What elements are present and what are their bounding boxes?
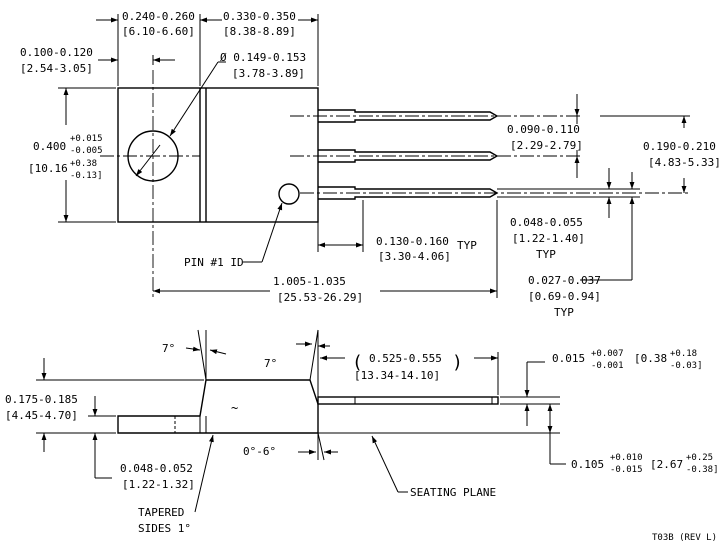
revision-label: T03B (REV L) [652,533,717,543]
dim-body-width-mm: [6.10-6.60] [122,25,195,38]
angle-bottom-label: 0°-6° [243,445,276,458]
dim-pitch-mm: [2.29-2.79] [510,139,583,152]
dim-tab-thick-mm-tol-plus: +0.18 [670,349,697,359]
top-view: 0.240-0.260 [6.10-6.60] 0.330-0.350 [8.3… [20,10,721,319]
angle-left-label: 7° [162,342,175,355]
dim-tab-width-mm: [8.38-8.89] [223,25,296,38]
tab-outline [117,87,319,223]
leader-line [135,144,161,177]
angle-arrow [209,349,227,355]
dim-lead-len-mm: [13.34-14.10] [354,369,440,382]
dim-hole-offset-in: 0.100-0.120 [20,46,93,59]
dim-lead-thick-typ: TYP [554,306,574,319]
leader-line [194,434,214,513]
dim-shoulder-mm: [3.30-4.06] [378,250,451,263]
leader-line [169,61,219,137]
side-lead [317,396,499,405]
tapered-label-1: TAPERED [138,506,184,519]
dim-flange-thick-in: 0.048-0.052 [120,462,193,475]
angle-right-label: 7° [264,357,277,370]
dim-hole-offset-mm: [2.54-3.05] [20,62,93,75]
dim-tab-thick-mm: [0.38 [634,352,667,365]
dim-standoff-mm-tol-plus: +0.25 [686,453,713,463]
dim-lead-thick-in: 0.027-0.037 [528,274,601,287]
dim-tab-width-in: 0.330-0.350 [223,10,296,23]
tapered-label-2: SIDES 1° [138,522,191,535]
dim-hole-dia-mm: [3.78-3.89] [232,67,305,80]
dim-height-in: 0.400 [33,140,66,153]
dim-lead-len-in: 0.525-0.555 [369,352,442,365]
dim-height-tol-minus: -0.005 [70,146,103,156]
dim-standoff-mm: [2.67 [650,458,683,471]
dim-height-mm-tol-minus: -0.13] [70,171,103,181]
dim-height-tol-plus: +0.015 [70,134,103,144]
dim-lead-width-mm: [1.22-1.40] [512,232,585,245]
dim-hole-dia-in: Ø 0.149-0.153 [220,51,306,64]
side-view: ~ 7° 7° ( 0.525-0.555 ) [13.34-14.10] [5,329,719,535]
dim-body-thick-mm: [4.45-4.70] [5,409,78,422]
dim-standoff-tol-plus: +0.010 [610,453,643,463]
dim-height-mm: [10.16 [28,162,68,175]
dim-shoulder-typ: TYP [457,239,477,252]
dim-tab-thick-tol-plus: +0.007 [591,349,624,359]
pin1-id-dot [278,183,300,205]
dim-body-width-in: 0.240-0.260 [122,10,195,23]
dim-overall-in: 1.005-1.035 [273,275,346,288]
dim-tab-thick-mm-tol-minus: -0.03] [670,361,703,371]
dim-lead-width-typ: TYP [536,248,556,261]
dim-span-in: 0.190-0.210 [643,140,716,153]
dim-shoulder-in: 0.130-0.160 [376,235,449,248]
leader-line [371,435,399,493]
leader-line [261,202,283,263]
side-body-outline [117,379,319,434]
dim-height-mm-tol-plus: +0.38 [70,159,97,169]
break-symbol: ~ [231,401,238,415]
dim-span-mm: [4.83-5.33] [648,156,721,169]
dim-tab-thick-tol-minus: -0.001 [591,361,624,371]
dim-body-thick-in: 0.175-0.185 [5,393,78,406]
dim-flange-thick-mm: [1.22-1.32] [122,478,195,491]
dim-standoff-in: 0.105 [571,458,604,471]
pin1-id-label: PIN #1 ID [184,256,244,269]
dim-lead-thick-mm: [0.69-0.94] [528,290,601,303]
dim-lead-width-in: 0.048-0.055 [510,216,583,229]
angle-ext [197,329,207,381]
dim-lead-len-open: ( [352,352,363,373]
dim-tab-thick-in: 0.015 [552,352,585,365]
dim-standoff-mm-tol-minus: -0.38] [686,465,719,475]
dim-standoff-tol-minus: -0.015 [610,465,643,475]
dim-lead-len-close: ) [452,352,463,373]
dim-overall-mm: [25.53-26.29] [277,291,363,304]
angle-ext [317,432,325,461]
seating-plane-label: SEATING PLANE [410,486,496,499]
angle-ext [309,329,319,381]
angle-arrow [185,346,201,352]
dim-pitch-in: 0.090-0.110 [507,123,580,136]
